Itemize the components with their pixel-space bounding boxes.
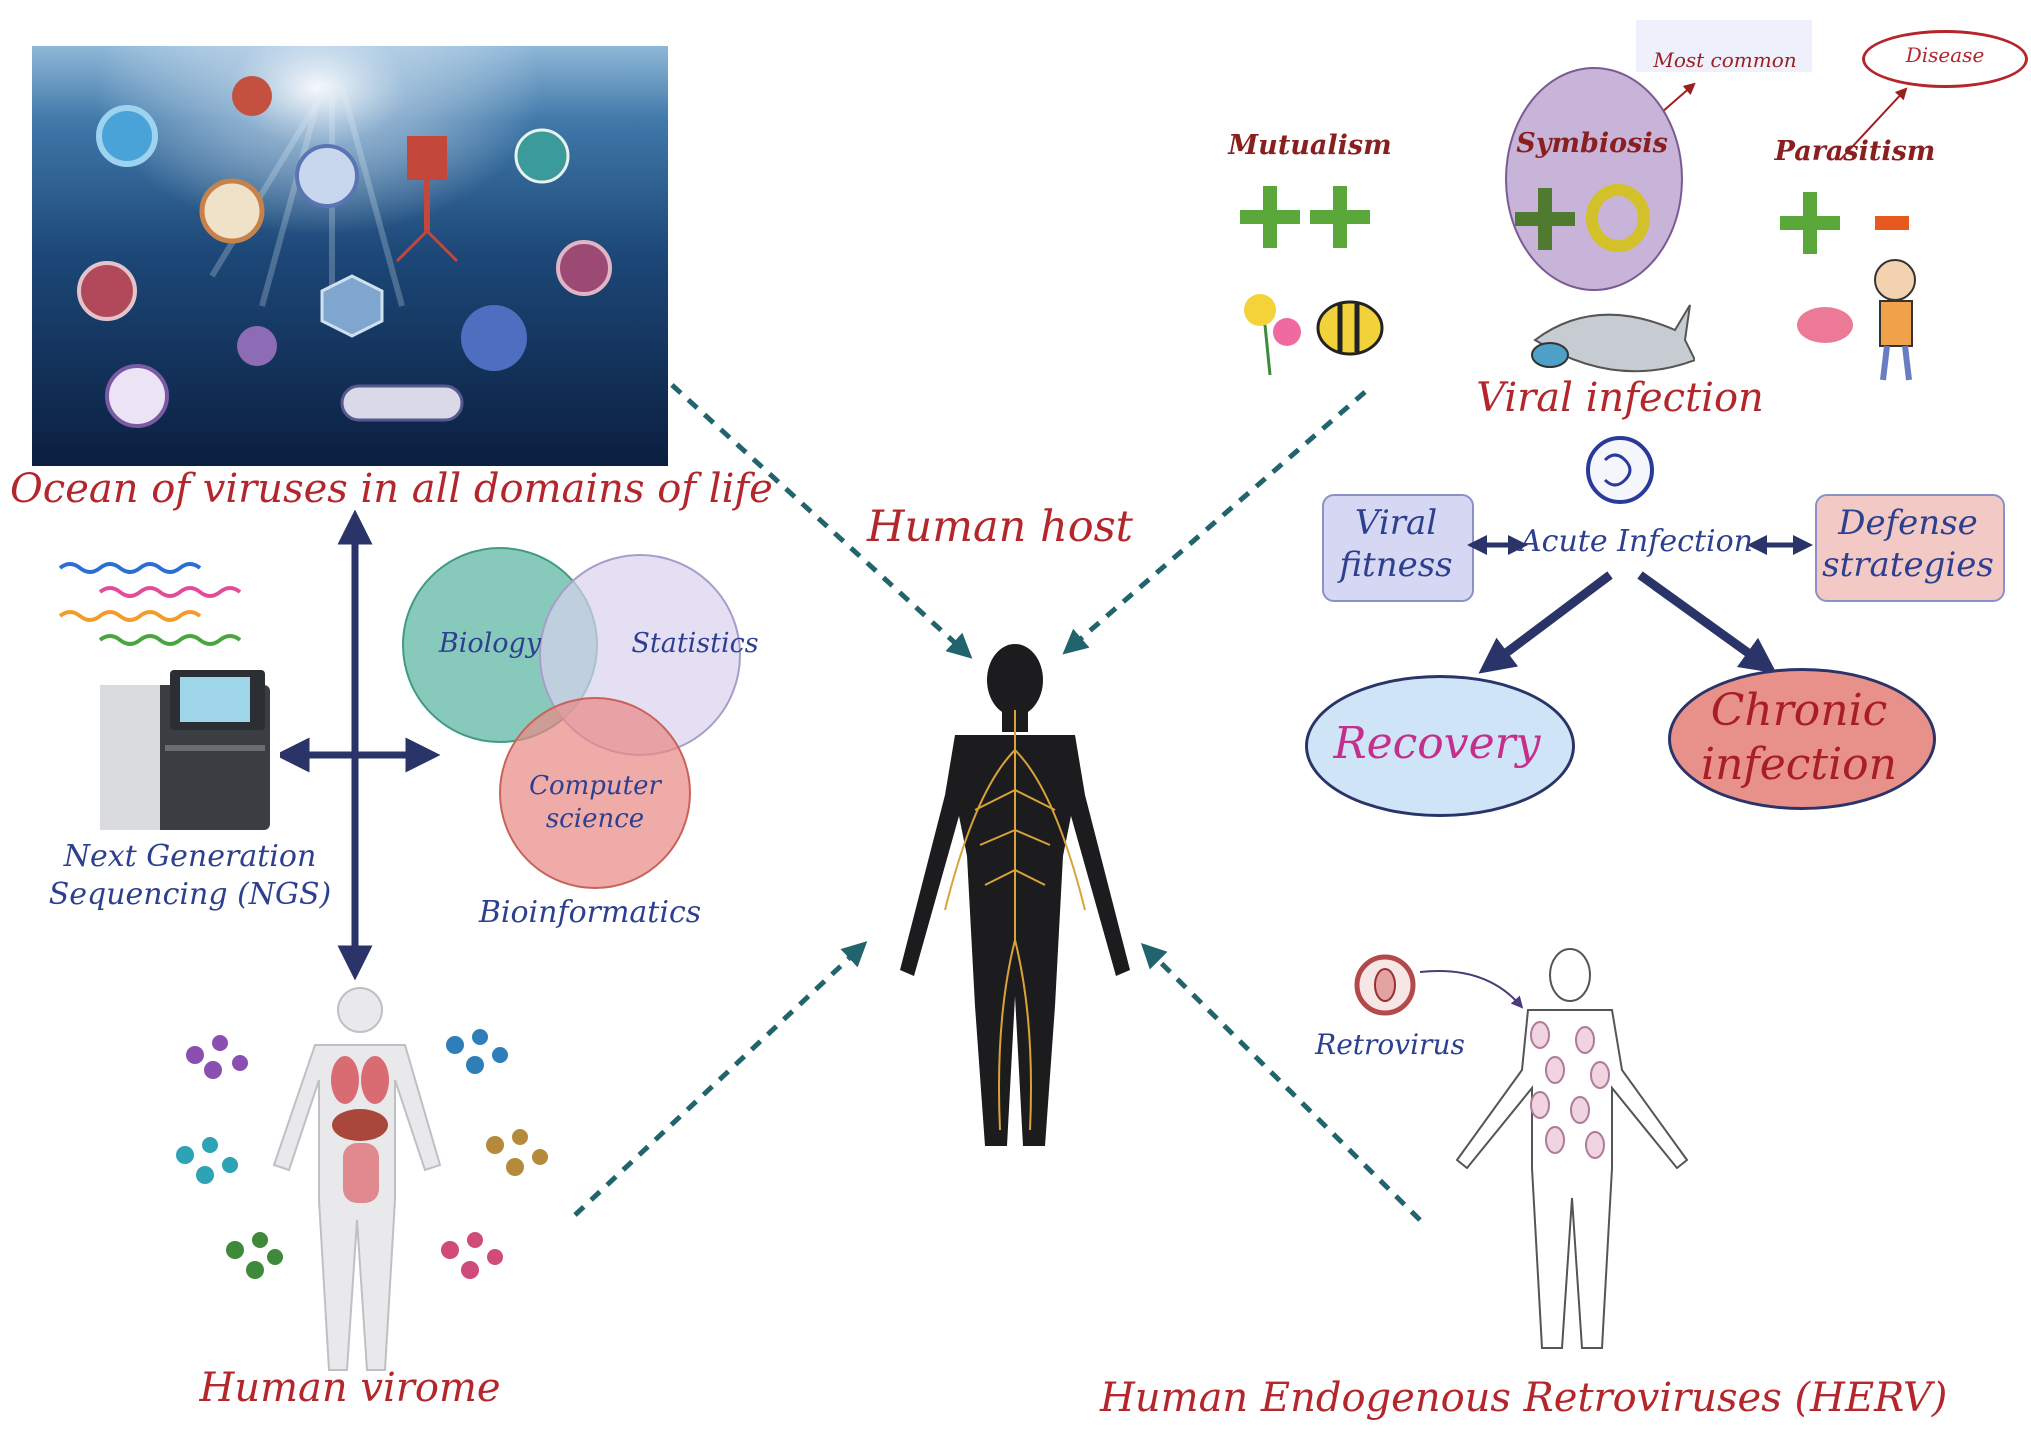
virus-rod-icon (340, 384, 464, 422)
viral-fitness-label: Viral fitness (1322, 502, 1470, 586)
retrovirus-pointer (1419, 970, 1524, 1009)
virus-maroon-icon (77, 261, 137, 321)
virus-blueball-icon (461, 305, 527, 371)
mosquito-person-icon (1775, 245, 1955, 385)
virus-orange-icon (199, 178, 265, 244)
virus-pink-icon (556, 240, 612, 296)
shark-fish-icon (1515, 280, 1697, 390)
relationship-signs (1240, 184, 1909, 254)
viral-fitness-line2: fitness (1339, 545, 1453, 585)
disease-note: Disease (1905, 43, 1985, 67)
flower-bee-icon (1225, 270, 1405, 380)
virome-body-icon (272, 987, 442, 1371)
most-common-note: Most common (1653, 48, 1797, 72)
virus-cluster-blue-icon (446, 1029, 508, 1074)
ngs-label-line2: Sequencing (NGS) (48, 877, 332, 912)
acute-chronic-arrow (1637, 571, 1777, 674)
bioinformatics-label: Bioinformatics (478, 895, 702, 930)
recovery-oval (1305, 675, 1575, 817)
dna-icon (58, 562, 242, 646)
bacteriophage-icon (395, 136, 459, 263)
parasitism-plus-minus-icon (1780, 192, 1909, 254)
human-virome-figure (165, 985, 565, 1375)
ocean-virus-panel (32, 46, 668, 466)
virus-hexagon-icon (320, 274, 384, 338)
herv-body-icon (1455, 948, 1689, 1349)
virus-cluster-pink-icon (441, 1232, 503, 1279)
ocean-caption: Ocean of viruses in all domains of life (10, 466, 773, 512)
chronic-line1: Chronic (1710, 685, 1888, 736)
acute-recovery-arrow (1478, 571, 1613, 674)
virus-cyan-icon (96, 105, 158, 167)
herv-label: Human Endogenous Retroviruses (HERV) (1100, 1375, 1948, 1421)
acute-infection-label: Acute Infection (1520, 524, 1753, 559)
arrow-virome-to-host (573, 941, 868, 1217)
venn-statistics-label: Statistics (631, 628, 759, 659)
symbiosis-label: Symbiosis (1516, 128, 1668, 159)
disease-pointer (1839, 87, 1908, 161)
symbiosis-plus-zero-icon (1515, 184, 1650, 252)
virus-lavender-icon (105, 364, 169, 428)
parasitism-label: Parasitism (1774, 136, 1936, 167)
nervous-system-icon (944, 710, 1086, 1131)
retrovirus-icon (1340, 940, 1430, 1030)
virus-cluster-purple-icon (186, 1035, 248, 1079)
viral-fitness-line1: Viral (1354, 503, 1438, 543)
chronic-infection-oval (1668, 668, 1936, 810)
viral-infection-title: Viral infection (1476, 375, 1764, 421)
virus-blue-icon (295, 144, 359, 208)
ocean-virus-illustration (32, 46, 668, 466)
most-common-box (1636, 20, 1812, 72)
dna-strands (55, 560, 275, 650)
venn-cs-label: Computer science (529, 771, 661, 834)
symbiosis-oval (1505, 67, 1683, 291)
viral-fitness-box (1322, 494, 1474, 602)
recovery-label: Recovery (1333, 718, 1541, 769)
ngs-label-line1: Next Generation (63, 839, 317, 874)
virus-red-icon (232, 76, 272, 116)
herv-cells-icon (1530, 1021, 1610, 1159)
cross-arrows (280, 510, 440, 980)
retrovirus-label: Retrovirus (1315, 1028, 1465, 1061)
organs-icon (331, 1056, 389, 1203)
virus-teal-icon (514, 128, 570, 184)
herv-body-outline (1440, 945, 1700, 1365)
mutualism-plus-plus-icon (1240, 186, 1370, 248)
defense-line1: Defense (1838, 503, 1978, 543)
chronic-infection-label: Chronic infection (1668, 684, 1930, 792)
virome-label: Human virome (199, 1365, 501, 1411)
ngs-label: Next Generation Sequencing (NGS) (40, 838, 340, 914)
defense-strategies-box (1815, 494, 2005, 602)
virus-cluster-green-icon (226, 1232, 283, 1279)
human-host-figure (870, 640, 1160, 1150)
mutualism-label: Mutualism (1228, 130, 1392, 161)
infection-flow-arrows (1467, 535, 1813, 674)
disease-oval (1862, 30, 2028, 88)
host-label: Human host (867, 502, 1133, 552)
defense-line2: strategies (1822, 545, 1994, 585)
bioinformatics-venn (402, 547, 741, 889)
computer-science-circle (499, 697, 691, 889)
sequencer-machine-icon (90, 665, 290, 835)
virus-cluster-teal-icon (176, 1137, 238, 1184)
virus-purple-icon (237, 326, 277, 366)
defense-strategies-label: Defense strategies (1815, 502, 2001, 586)
acute-virus-icon (1560, 430, 1680, 510)
virus-cluster-gold-icon (486, 1129, 548, 1176)
venn-biology-label: Biology (438, 628, 542, 659)
chronic-line2: infection (1701, 739, 1897, 790)
